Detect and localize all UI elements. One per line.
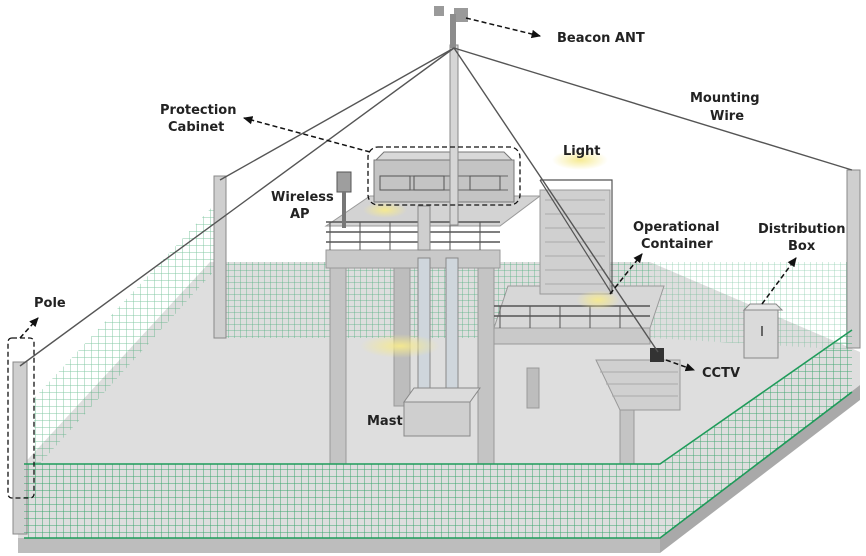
label-light: Light xyxy=(563,144,601,159)
beacon-antenna xyxy=(434,6,468,48)
cctv-device xyxy=(650,348,664,362)
label-wireless-ap-line1: Wireless xyxy=(271,190,334,205)
label-operational-container-line2: Container xyxy=(641,237,713,252)
label-mast: Mast xyxy=(367,414,403,429)
pole-arrow xyxy=(19,317,39,339)
back-fence xyxy=(34,196,852,470)
distribution-box xyxy=(742,303,784,359)
platform-structure xyxy=(324,179,681,465)
label-operational-container-line1: Operational xyxy=(633,220,719,235)
light-glows xyxy=(360,150,620,358)
label-mounting-wire-line1: Mounting xyxy=(690,91,760,106)
label-mounting-wire-line2: Wire xyxy=(710,109,744,124)
pole-right xyxy=(846,169,861,349)
beacon-ant-arrow xyxy=(465,17,542,39)
label-distribution-box-line2: Box xyxy=(788,239,816,254)
label-pole: Pole xyxy=(34,296,66,311)
label-cctv: CCTV xyxy=(702,366,740,381)
label-protection-cabinet-line2: Cabinet xyxy=(168,120,224,135)
pole-back xyxy=(213,175,227,339)
operational-container-arrow xyxy=(609,253,643,295)
label-beacon-ant: Beacon ANT xyxy=(557,31,645,46)
protection-cabinet-arrow xyxy=(242,116,371,153)
front-fence xyxy=(24,329,853,539)
pole-left xyxy=(12,361,28,535)
label-distribution-box-line1: Distribution xyxy=(758,222,845,237)
label-wireless-ap-line2: AP xyxy=(290,207,310,222)
cctv-arrow xyxy=(665,359,695,372)
mounting-wires xyxy=(19,47,853,367)
protection-cabinet xyxy=(373,151,515,203)
wireless-ap-device xyxy=(336,171,352,228)
leader-arrows xyxy=(19,17,797,372)
distribution-box-arrow xyxy=(761,257,797,305)
label-protection-cabinet-line1: Protection xyxy=(160,103,236,118)
protection-cabinet-highlight xyxy=(367,146,521,206)
